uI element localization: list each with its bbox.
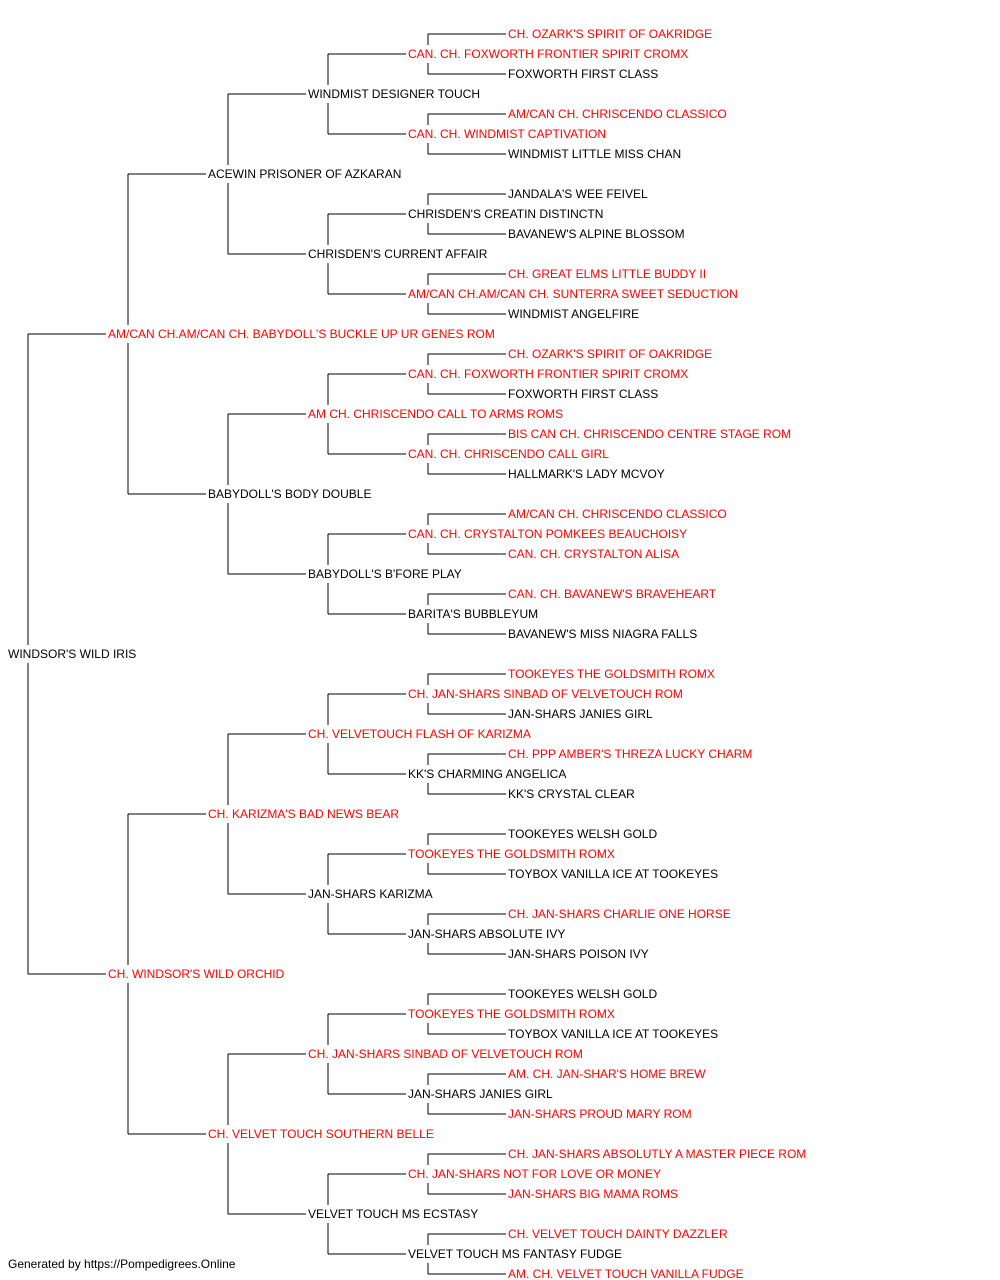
sire-name: AM/CAN CH.AM/CAN CH. BABYDOLL'S BUCKLE U… (108, 327, 495, 341)
dam-name: KK'S CHARMING ANGELICA (408, 767, 566, 781)
sire-name: CH. OZARK'S SPIRIT OF OAKRIDGE (508, 27, 712, 41)
sire-name: TOOKEYES WELSH GOLD (508, 987, 657, 1001)
dam-name: BAVANEW'S ALPINE BLOSSOM (508, 227, 685, 241)
sire-name: AM/CAN CH. CHRISCENDO CLASSICO (508, 107, 727, 121)
sire-name: CAN. CH. CRYSTALTON POMKEES BEAUCHOISY (408, 527, 687, 541)
sire-name: CAN. CH. FOXWORTH FRONTIER SPIRIT CROMX (408, 367, 688, 381)
dam-name: JAN-SHARS ABSOLUTE IVY (408, 927, 565, 941)
sire-name: WINDMIST DESIGNER TOUCH (308, 87, 480, 101)
dam-name: JAN-SHARS BIG MAMA ROMS (508, 1187, 678, 1201)
dam-name: KK'S CRYSTAL CLEAR (508, 787, 635, 801)
sire-name: CAN. CH. FOXWORTH FRONTIER SPIRIT CROMX (408, 47, 688, 61)
dam-name: BAVANEW'S MISS NIAGRA FALLS (508, 627, 697, 641)
sire-name: ACEWIN PRISONER OF AZKARAN (208, 167, 401, 181)
dam-name: BABYDOLL'S BODY DOUBLE (208, 487, 371, 501)
dam-name: TOYBOX VANILLA ICE AT TOOKEYES (508, 867, 718, 881)
subject-name: WINDSOR'S WILD IRIS (8, 647, 136, 661)
dam-name: CH. VELVET TOUCH SOUTHERN BELLE (208, 1127, 434, 1141)
sire-name: CH. KARIZMA'S BAD NEWS BEAR (208, 807, 399, 821)
sire-name: JANDALA'S WEE FEIVEL (508, 187, 648, 201)
dam-name: JAN-SHARS JANIES GIRL (508, 707, 653, 721)
sire-name: CH. JAN-SHARS ABSOLUTLY A MASTER PIECE R… (508, 1147, 806, 1161)
sire-name: CH. JAN-SHARS SINBAD OF VELVETOUCH ROM (308, 1047, 583, 1061)
sire-name: CAN. CH. BAVANEW'S BRAVEHEART (508, 587, 717, 601)
sire-name: TOOKEYES THE GOLDSMITH ROMX (408, 1007, 615, 1021)
dam-name: HALLMARK'S LADY MCVOY (508, 467, 665, 481)
dam-name: JAN-SHARS KARIZMA (308, 887, 433, 901)
dam-name: FOXWORTH FIRST CLASS (508, 387, 658, 401)
dam-name: WINDMIST ANGELFIRE (508, 307, 639, 321)
dam-name: WINDMIST LITTLE MISS CHAN (508, 147, 681, 161)
dam-name: JAN-SHARS JANIES GIRL (408, 1087, 553, 1101)
dam-name: BARITA'S BUBBLEYUM (408, 607, 538, 621)
dam-name: AM/CAN CH.AM/CAN CH. SUNTERRA SWEET SEDU… (408, 287, 738, 301)
dam-name: AM. CH. VELVET TOUCH VANILLA FUDGE (508, 1267, 744, 1280)
sire-name: BIS CAN CH. CHRISCENDO CENTRE STAGE ROM (508, 427, 791, 441)
sire-name: CH. OZARK'S SPIRIT OF OAKRIDGE (508, 347, 712, 361)
sire-name: CH. JAN-SHARS CHARLIE ONE HORSE (508, 907, 731, 921)
dam-name: CAN. CH. WINDMIST CAPTIVATION (408, 127, 606, 141)
dam-name: JAN-SHARS POISON IVY (508, 947, 649, 961)
sire-name: CH. VELVET TOUCH DAINTY DAZZLER (508, 1227, 728, 1241)
sire-name: CH. JAN-SHARS SINBAD OF VELVETOUCH ROM (408, 687, 683, 701)
dam-name: CAN. CH. CRYSTALTON ALISA (508, 547, 679, 561)
sire-name: CHRISDEN'S CREATIN DISTINCTN (408, 207, 603, 221)
dam-name: VELVET TOUCH MS ECSTASY (308, 1207, 478, 1221)
sire-name: AM. CH. JAN-SHAR'S HOME BREW (508, 1067, 706, 1081)
sire-name: AM CH. CHRISCENDO CALL TO ARMS ROMS (308, 407, 563, 421)
sire-name: TOOKEYES THE GOLDSMITH ROMX (508, 667, 715, 681)
generated-by-footer: Generated by https://Pompedigrees.Online (8, 1257, 236, 1271)
sire-name: CH. PPP AMBER'S THREZA LUCKY CHARM (508, 747, 752, 761)
dam-name: VELVET TOUCH MS FANTASY FUDGE (408, 1247, 622, 1261)
dam-name: BABYDOLL'S B'FORE PLAY (308, 567, 462, 581)
sire-name: CH. JAN-SHARS NOT FOR LOVE OR MONEY (408, 1167, 661, 1181)
pedigree-names: WINDSOR'S WILD IRIS AM/CAN CH.AM/CAN CH. … (8, 27, 806, 1280)
sire-name: TOOKEYES WELSH GOLD (508, 827, 657, 841)
dam-name: CHRISDEN'S CURRENT AFFAIR (308, 247, 488, 261)
sire-name: AM/CAN CH. CHRISCENDO CLASSICO (508, 507, 727, 521)
dam-name: CH. WINDSOR'S WILD ORCHID (108, 967, 285, 981)
sire-name: CH. VELVETOUCH FLASH OF KARIZMA (308, 727, 531, 741)
dam-name: TOYBOX VANILLA ICE AT TOOKEYES (508, 1027, 718, 1041)
pedigree-connectors (27, 33, 506, 1275)
dam-name: CAN. CH. CHRISCENDO CALL GIRL (408, 447, 609, 461)
sire-name: CH. GREAT ELMS LITTLE BUDDY II (508, 267, 706, 281)
dam-name: FOXWORTH FIRST CLASS (508, 67, 658, 81)
dam-name: JAN-SHARS PROUD MARY ROM (508, 1107, 692, 1121)
sire-name: TOOKEYES THE GOLDSMITH ROMX (408, 847, 615, 861)
